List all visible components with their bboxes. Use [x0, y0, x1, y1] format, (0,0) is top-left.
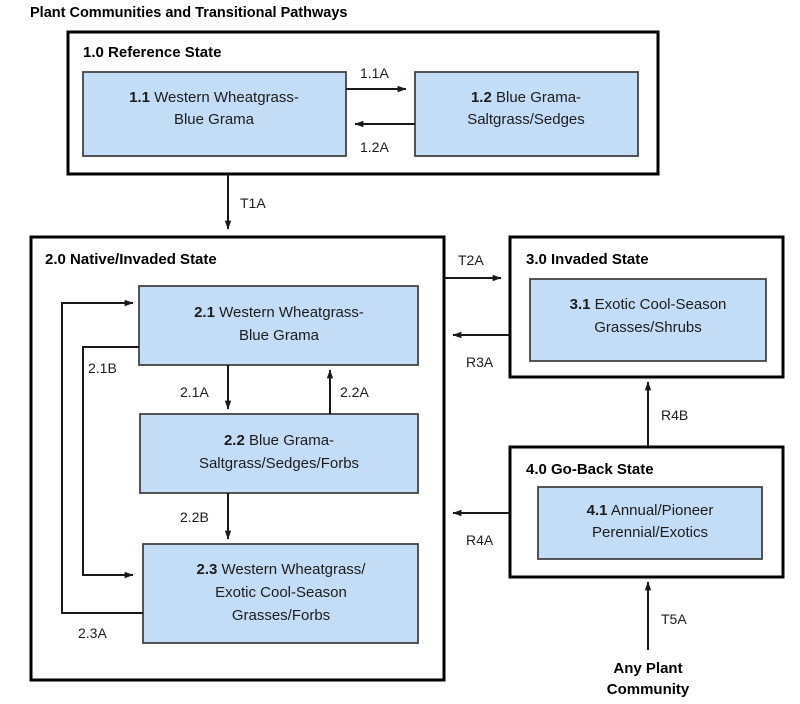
community-box-2-3[interactable] — [142, 543, 419, 644]
community-label-1-2: 1.2 Blue Grama- — [471, 89, 581, 106]
pathway-label-R4A: R4A — [466, 532, 494, 548]
community-label-2-2: 2.2 Blue Grama- — [224, 432, 334, 449]
pathway-label-2-1A: 2.1A — [180, 384, 209, 400]
community-number-1-1: 1.1 — [129, 89, 150, 106]
community-box-3-1[interactable] — [529, 278, 767, 362]
pathway-label-1-1A: 1.1A — [360, 65, 389, 81]
community-line-2-1-0: Western Wheatgrass- — [219, 304, 364, 321]
community-label-2-1: 2.1 Western Wheatgrass- — [194, 304, 364, 321]
community-line-4-1-1: Perennial/Exotics — [592, 524, 708, 541]
state-label-3: 3.0 Invaded State — [526, 251, 649, 268]
pathway-arrow-2-1B — [82, 346, 139, 579]
community-line-3-1-1: Grasses/Shrubs — [594, 319, 702, 336]
pathway-label-2-2A: 2.2A — [340, 384, 369, 400]
state-label-2: 2.0 Native/Invaded State — [45, 251, 217, 268]
external-node-line-0: Any Plant — [613, 660, 682, 677]
community-box-2-1[interactable] — [138, 285, 419, 366]
pathway-label-1-2A: 1.2A — [360, 139, 389, 155]
community-number-2-3: 2.3 — [197, 561, 218, 578]
pathway-label-2-3A: 2.3A — [78, 625, 107, 641]
community-number-2-1: 2.1 — [194, 304, 215, 321]
state-label-4: 4.0 Go-Back State — [526, 461, 654, 478]
pathway-label-2-2B: 2.2B — [180, 509, 209, 525]
community-number-3-1: 3.1 — [570, 296, 591, 313]
community-number-4-1: 4.1 — [587, 502, 608, 519]
pathway-label-2-1B: 2.1B — [88, 360, 117, 376]
pathway-label-T1A: T1A — [240, 195, 266, 211]
community-line-1-2-1: Saltgrass/Sedges — [467, 111, 585, 128]
state-label-1: 1.0 Reference State — [83, 44, 221, 61]
community-number-1-2: 1.2 — [471, 89, 492, 106]
community-line-3-1-0: Exotic Cool-Season — [595, 296, 727, 313]
community-line-2-3-2: Grasses/Forbs — [232, 607, 330, 624]
community-line-2-2-1: Saltgrass/Sedges/Forbs — [199, 455, 359, 472]
page-title: Plant Communities and Transitional Pathw… — [30, 5, 347, 21]
external-node-line-1: Community — [607, 681, 690, 698]
community-line-1-1-0: Western Wheatgrass- — [154, 89, 299, 106]
community-line-1-2-0: Blue Grama- — [496, 89, 581, 106]
pathway-label-R4B: R4B — [661, 407, 688, 423]
community-line-2-3-1: Exotic Cool-Season — [215, 584, 347, 601]
community-box-1-2[interactable] — [414, 71, 639, 157]
pathway-label-T5A: T5A — [661, 611, 687, 627]
community-line-4-1-0: Annual/Pioneer — [611, 502, 714, 519]
pathway-label-T2A: T2A — [458, 252, 484, 268]
community-line-2-2-0: Blue Grama- — [249, 432, 334, 449]
community-box-2-2[interactable] — [139, 413, 419, 494]
community-label-2-3: 2.3 Western Wheatgrass/ — [197, 561, 367, 578]
community-label-4-1: 4.1 Annual/Pioneer — [587, 502, 714, 519]
pathway-arrow-2-3A — [61, 299, 143, 614]
community-label-1-1: 1.1 Western Wheatgrass- — [129, 89, 299, 106]
community-label-3-1: 3.1 Exotic Cool-Season — [570, 296, 727, 313]
community-box-1-1[interactable] — [82, 71, 347, 157]
community-number-2-2: 2.2 — [224, 432, 245, 449]
community-line-1-1-1: Blue Grama — [174, 111, 255, 128]
community-line-2-1-1: Blue Grama — [239, 327, 320, 344]
community-box-4-1[interactable] — [537, 486, 763, 560]
pathway-label-R3A: R3A — [466, 354, 494, 370]
community-line-2-3-0: Western Wheatgrass/ — [222, 561, 367, 578]
